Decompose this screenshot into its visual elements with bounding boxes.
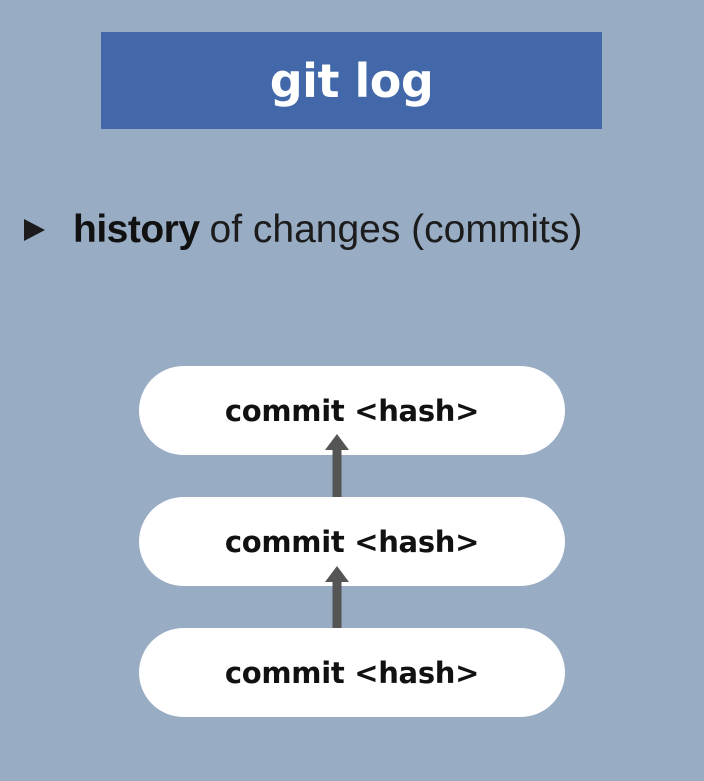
commit-label-3: commit <hash> xyxy=(224,655,480,690)
bullet-keyword: history xyxy=(73,208,200,251)
title-banner: git log xyxy=(101,32,602,129)
arrow-up-icon-2 xyxy=(325,566,349,631)
commit-node-3: commit <hash> xyxy=(139,628,565,717)
arrow-up-icon-1 xyxy=(325,434,349,500)
commit-node-1: commit <hash> xyxy=(139,366,565,455)
commit-label-2: commit <hash> xyxy=(224,524,480,559)
bullet-text: of changes (commits) xyxy=(209,208,583,251)
commit-node-2: commit <hash> xyxy=(139,497,565,586)
commit-label-1: commit <hash> xyxy=(224,393,480,428)
slide-title: git log xyxy=(269,53,434,108)
bullet-item: history of changes (commits) xyxy=(24,200,582,260)
triangle-bullet-icon xyxy=(24,219,45,241)
